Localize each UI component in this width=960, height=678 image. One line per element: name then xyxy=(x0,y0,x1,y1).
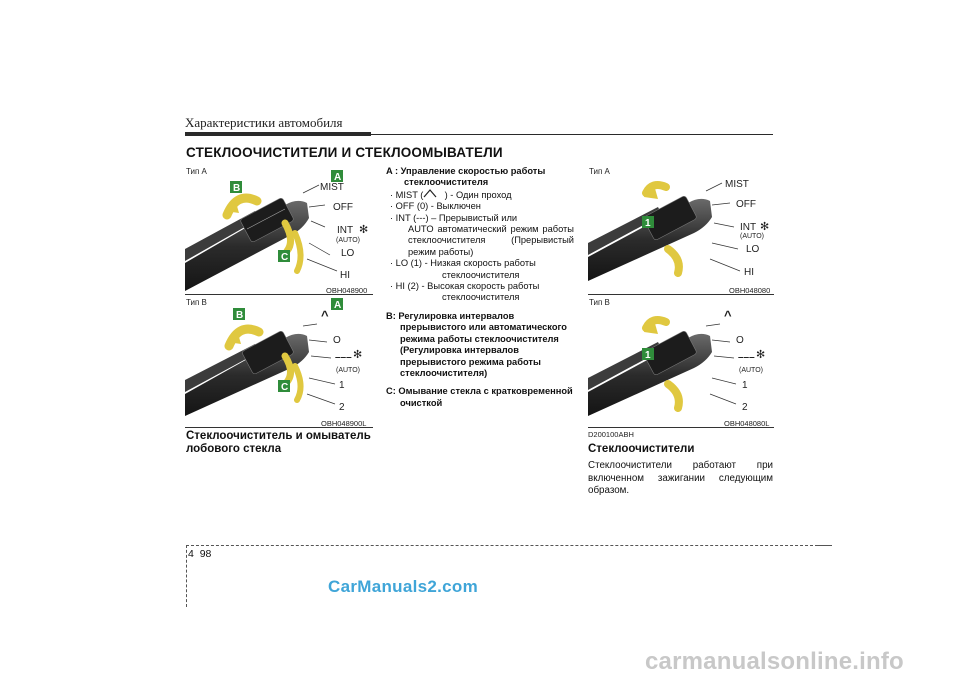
figure-right-type-a: MIST OFF INT ✻ (AUTO) LO HI 1 xyxy=(588,163,774,293)
figure-code: OBH048080L xyxy=(724,419,770,428)
section-header: Характеристики автомобиля xyxy=(185,115,343,130)
badge-b xyxy=(230,181,242,193)
label-two: 2 xyxy=(742,402,748,413)
mist-item: · MIST ( ) - Один проход xyxy=(390,188,512,201)
asterisk-icon: ✻ xyxy=(353,348,362,361)
header-rule-thick xyxy=(185,132,371,136)
label-lo: LO xyxy=(341,248,355,259)
badge-b xyxy=(233,308,245,320)
figure-left-type-a: MIST OFF INT ✻ (AUTO) LO HI B A C xyxy=(185,163,373,293)
label-one: 1 xyxy=(339,380,345,391)
label-lo: LO xyxy=(746,244,760,255)
badge-one xyxy=(642,216,654,228)
label-two: 2 xyxy=(339,402,345,413)
asterisk-icon: ✻ xyxy=(760,220,769,233)
label-auto: (AUTO) xyxy=(740,233,764,240)
type-a-label: Тип A xyxy=(589,167,610,176)
section-c-text: C: Омывание стекла с кратковременной очи… xyxy=(386,386,573,408)
label-zero: O xyxy=(333,335,341,346)
svg-text:A: A xyxy=(334,172,341,183)
svg-text:B: B xyxy=(233,183,240,194)
type-b-label: Тип B xyxy=(589,298,610,307)
label-hi: HI xyxy=(340,270,350,281)
label-mist: MIST xyxy=(320,182,344,193)
page-number: 4 98 xyxy=(188,548,211,560)
wipers-title: Стеклоочистители xyxy=(588,443,695,455)
label-off: OFF xyxy=(736,199,756,210)
figure-caption: Стеклоочиститель и омыватель лобового ст… xyxy=(186,430,371,455)
off-item: · OFF (0) - Выключен xyxy=(390,201,481,212)
asterisk-icon: ✻ xyxy=(756,348,765,361)
section-a-heading-cont: стеклоочистителя xyxy=(404,177,489,188)
hi-item: · HI (2) - Высокая скорость работы xyxy=(390,281,540,292)
figure-code: OBH048900L xyxy=(321,419,367,428)
figure-code: OBH048080 xyxy=(729,286,771,295)
label-mist: MIST xyxy=(725,179,749,190)
badge-a xyxy=(331,170,343,182)
controls-description: A : Управление скоростью работы стеклооч… xyxy=(386,166,574,409)
lo-item-detail: стеклоочистителя xyxy=(442,269,520,280)
wipers-body: Стеклоочистители работают при включенном… xyxy=(588,460,773,497)
badge-c xyxy=(278,250,290,262)
watermark-carmanualsonline[interactable]: carmanualsonline.info xyxy=(645,648,904,675)
chapter-number: 4 xyxy=(188,548,194,560)
type-b-label: Тип B xyxy=(186,298,207,307)
figure-divider xyxy=(588,294,774,295)
label-int: INT xyxy=(337,225,353,236)
hi-item-detail: стеклоочистителя xyxy=(442,292,520,303)
label-auto: (AUTO) xyxy=(739,367,763,374)
figure-divider xyxy=(588,427,774,428)
label-off: OFF xyxy=(333,202,353,213)
wiper-stalk-illustration: ^ O ––– ✻ (AUTO) 1 2 1 xyxy=(588,308,765,416)
figure-divider xyxy=(185,294,373,295)
lo-item: · LO (1) - Низкая скорость работы xyxy=(390,258,536,269)
svg-text:1: 1 xyxy=(645,218,651,229)
type-a-label: Тип A xyxy=(186,167,207,176)
page-digit: 98 xyxy=(199,548,212,560)
doc-code: D200100ABH xyxy=(588,430,634,439)
label-one: 1 xyxy=(742,380,748,391)
svg-text:C: C xyxy=(281,252,288,263)
section-a-heading: A : Управление скоростью работы xyxy=(386,166,546,176)
section-b-text: B: Регулировка интервалов прерывистого и… xyxy=(386,310,567,378)
wipers-section: D200100ABH Стеклоочистители Стеклоочисти… xyxy=(588,430,773,498)
footer-rule xyxy=(186,545,818,546)
label-dashes: ––– xyxy=(738,352,755,363)
label-int: INT xyxy=(740,222,756,233)
figure-code: OBH048900 xyxy=(326,286,368,295)
int-item-detail: AUTO автоматический режим работы стеклоо… xyxy=(408,224,574,257)
wiper-stalk-illustration: ^ O ––– ✻ (AUTO) 1 2 B A C xyxy=(185,298,362,416)
badge-c xyxy=(278,380,290,392)
figure-right-type-b: ^ O ––– ✻ (AUTO) 1 2 1 xyxy=(588,296,774,416)
figure-divider xyxy=(185,427,373,428)
watermark-carmanuals2[interactable]: CarManuals2.com xyxy=(328,577,478,596)
label-auto: (AUTO) xyxy=(336,237,360,244)
chapter-title: СТЕКЛООЧИСТИТЕЛИ И СТЕКЛООМЫВАТЕЛИ xyxy=(186,145,503,160)
wiper-stalk-illustration: MIST OFF INT ✻ (AUTO) LO HI 1 xyxy=(588,179,769,281)
header-rule-thin xyxy=(371,134,773,135)
badge-a xyxy=(331,298,343,310)
asterisk-icon: ✻ xyxy=(359,223,368,236)
label-dashes: ––– xyxy=(335,352,352,363)
svg-text:1: 1 xyxy=(645,350,651,361)
label-auto: (AUTO) xyxy=(336,367,360,374)
footer-vertical-rule xyxy=(186,545,187,607)
wiper-stalk-illustration: MIST OFF INT ✻ (AUTO) LO HI B A C xyxy=(185,170,368,291)
label-caret: ^ xyxy=(321,308,329,323)
mist-caret-icon xyxy=(423,188,442,201)
svg-text:A: A xyxy=(334,300,341,311)
footer-rule-tail xyxy=(818,545,832,546)
badge-one xyxy=(642,348,654,360)
label-hi: HI xyxy=(744,267,754,278)
label-zero: O xyxy=(736,335,744,346)
label-caret: ^ xyxy=(724,308,732,323)
figure-left-type-b: ^ O ––– ✻ (AUTO) 1 2 B A C xyxy=(185,296,373,416)
svg-text:B: B xyxy=(236,310,243,321)
int-item: · INT (---) – Прерывистый или xyxy=(390,212,518,223)
svg-text:C: C xyxy=(281,382,288,393)
